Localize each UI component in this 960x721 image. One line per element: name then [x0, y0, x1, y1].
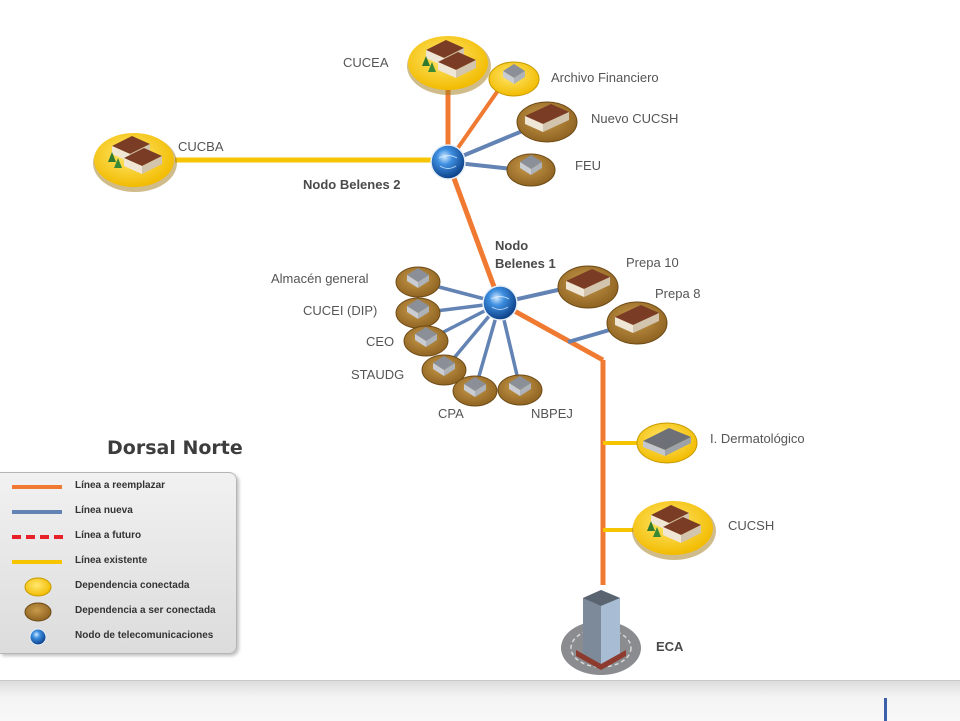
- legend-swatch-orange-line: [12, 485, 62, 489]
- legend-swatch-telecom-node: [29, 628, 47, 646]
- legend-swatch-red-dashed-line: [12, 535, 64, 539]
- line-belenes2-belenes1: [445, 161, 503, 304]
- site-staudg: [421, 354, 467, 386]
- label-feu: FEU: [575, 158, 601, 173]
- footer-bar: [0, 680, 960, 721]
- site-ceo: [403, 325, 449, 357]
- node-belenes2: [430, 144, 466, 180]
- legend-item-existing-line: Línea existente: [0, 551, 236, 573]
- site-cucei: [395, 297, 441, 329]
- site-archivo-financiero: [488, 61, 540, 97]
- label-node-belenes1-line2: Belenes 1: [495, 256, 556, 271]
- site-cucea: [407, 36, 491, 95]
- legend-item-future-line: Línea a futuro: [0, 526, 236, 548]
- label-almacen: Almacén general: [271, 271, 369, 286]
- legend-item-connected: Dependencia conectada: [0, 576, 236, 598]
- label-cucea: CUCEA: [343, 55, 389, 70]
- legend-label: Dependencia a ser conectada: [75, 605, 216, 616]
- legend-label: Dependencia conectada: [75, 580, 190, 591]
- site-feu: [506, 153, 556, 187]
- legend-swatch-blue-line: [12, 510, 62, 514]
- label-nuevo-cucsh: Nuevo CUCSH: [591, 111, 678, 126]
- label-nbpej: NBPEJ: [531, 406, 573, 421]
- label-cucsh: CUCSH: [728, 518, 774, 533]
- site-cpa: [452, 375, 498, 407]
- line-belenes1-south: [498, 300, 605, 363]
- site-eca: [561, 590, 641, 675]
- legend-item-to-connect: Dependencia a ser conectada: [0, 601, 236, 623]
- label-cucei: CUCEI (DIP): [303, 303, 377, 318]
- label-node-belenes1-line1: Nodo: [495, 238, 528, 253]
- legend: Línea a reemplazar Línea nueva Línea a f…: [0, 472, 237, 654]
- legend-item-new-line: Línea nueva: [0, 501, 236, 523]
- label-prepa8: Prepa 8: [655, 286, 701, 301]
- node-belenes1: [482, 285, 518, 321]
- label-cpa: CPA: [438, 406, 464, 421]
- diagram-title: Dorsal Norte: [107, 437, 243, 459]
- legend-label: Línea a futuro: [75, 530, 142, 541]
- legend-label: Línea existente: [75, 555, 148, 566]
- label-eca: ECA: [656, 639, 684, 654]
- label-cucba: CUCBA: [178, 139, 224, 154]
- site-prepa8: [606, 301, 668, 345]
- legend-label: Línea a reemplazar: [75, 480, 166, 491]
- label-node-belenes2: Nodo Belenes 2: [303, 177, 401, 192]
- legend-label: Nodo de telecomunicaciones: [75, 630, 214, 641]
- site-almacen: [395, 266, 441, 298]
- label-dermatologico: I. Dermatológico: [710, 431, 805, 446]
- site-nuevo-cucsh: [516, 101, 578, 143]
- legend-item-node: Nodo de telecomunicaciones: [0, 626, 236, 648]
- site-prepa10: [557, 265, 619, 309]
- legend-swatch-brown-dependency: [24, 602, 52, 622]
- legend-label: Línea nueva: [75, 505, 133, 516]
- label-staudg: STAUDG: [351, 367, 404, 382]
- legend-swatch-yellow-dependency: [24, 577, 52, 597]
- legend-swatch-yellow-line: [12, 560, 62, 564]
- site-dermatologico: [636, 422, 698, 464]
- site-cucsh: [632, 501, 716, 560]
- label-prepa10: Prepa 10: [626, 255, 679, 270]
- site-nbpej: [497, 374, 543, 406]
- site-cucba: [93, 133, 177, 192]
- label-ceo: CEO: [366, 334, 394, 349]
- footer-accent-mark: [884, 698, 887, 721]
- label-archivo-financiero: Archivo Financiero: [551, 70, 659, 85]
- legend-item-replace-line: Línea a reemplazar: [0, 476, 236, 498]
